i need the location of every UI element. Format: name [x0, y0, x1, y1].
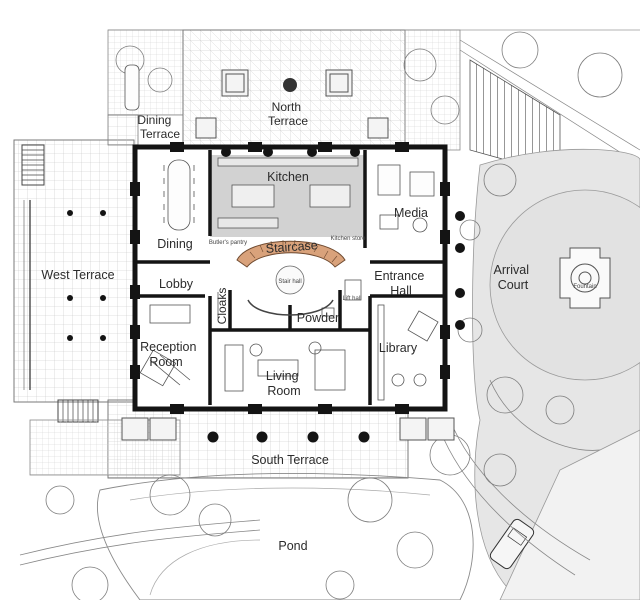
column-icon [256, 431, 268, 443]
car-icon [489, 518, 535, 570]
column-icon [263, 147, 273, 157]
column-icon [455, 211, 465, 221]
library-label: Library [379, 341, 418, 355]
staircase-label: Staircase [265, 238, 318, 256]
tree-icon [347, 477, 393, 523]
tree-icon [147, 67, 173, 93]
column-icon [307, 431, 319, 443]
dining-terrace-label: Dining Terrace [137, 113, 180, 141]
column-icon [100, 335, 106, 341]
tree-icon [486, 376, 524, 414]
tree-icon [149, 474, 191, 516]
column-icon [67, 210, 73, 216]
tree-icon [457, 317, 483, 343]
tree-icon [45, 485, 75, 515]
living-room-label: Living Room [266, 369, 302, 398]
library-desk [407, 310, 439, 342]
planter-icon [225, 73, 245, 93]
media-sofa [377, 164, 401, 196]
living-sofa [314, 349, 346, 391]
south-terrace-label: South Terrace [251, 453, 329, 467]
landscape [13, 29, 640, 600]
column-icon [221, 147, 231, 157]
column-icon [307, 147, 317, 157]
tree-icon [577, 52, 623, 98]
reception-room-label: Reception Room [140, 340, 200, 369]
tree-icon [198, 503, 232, 537]
planter-icon [367, 117, 389, 139]
tree-icon [483, 453, 517, 487]
dining-table [167, 159, 191, 231]
tree-icon [396, 531, 434, 569]
lift-hall-label: Lift hall [342, 296, 361, 302]
tree-icon [459, 219, 481, 241]
tree-icon [429, 434, 471, 476]
planter-icon [149, 417, 177, 441]
columns [67, 147, 465, 443]
fountain-icon [559, 247, 611, 309]
tree-icon [483, 163, 517, 197]
column-icon [358, 431, 370, 443]
staircase [236, 239, 346, 316]
planter-icon [399, 417, 427, 441]
powder-label: Powder [297, 311, 339, 325]
column-icon [67, 335, 73, 341]
planter-icon [329, 73, 349, 93]
column-icon [100, 210, 106, 216]
column-icon [350, 147, 360, 157]
pond-label: Pond [278, 539, 307, 553]
column-icon [455, 320, 465, 330]
lobby-label: Lobby [159, 277, 194, 291]
terrace-dining-table [124, 64, 140, 111]
kitchen-label: Kitchen [267, 170, 309, 184]
tree-icon [71, 566, 109, 600]
column-icon [455, 288, 465, 298]
planter-icon [427, 417, 455, 441]
arrival-court-label: Arrival Court [494, 263, 533, 292]
north-terrace-label: North Terrace [268, 100, 308, 128]
butlers-pantry-label: Butler's pantry [209, 240, 247, 246]
planters [121, 69, 455, 441]
trees [45, 31, 623, 600]
tree-icon [501, 31, 539, 69]
room-labels: Dining Terrace North Terrace Kitchen Med… [41, 100, 596, 553]
dining-label: Dining [157, 237, 192, 251]
planter-icon [121, 417, 149, 441]
furniture [124, 64, 439, 401]
kitchen-island [309, 184, 351, 208]
cloaks-label: Cloaks [215, 288, 229, 325]
media-label: Media [394, 206, 428, 220]
west-terrace-label: West Terrace [41, 268, 114, 282]
column-icon [100, 295, 106, 301]
column-icon [455, 243, 465, 253]
reception-table [149, 304, 191, 324]
north-terrace-ornament [283, 78, 297, 92]
tree-icon [545, 395, 575, 425]
living-sofa [224, 344, 244, 392]
entrance-hall-label: Entrance Hall [374, 269, 428, 298]
kitchen-store-label: Kitchen store [330, 236, 366, 242]
tree-icon [325, 570, 355, 600]
media-sofa [409, 171, 435, 197]
fountain-label: Fountain [573, 284, 596, 290]
planter-icon [195, 117, 217, 139]
tree-icon [403, 48, 437, 82]
tree-icon [430, 95, 460, 125]
column-icon [207, 431, 219, 443]
stair-hall-label: Stair hall [278, 279, 301, 285]
kitchen-island [231, 184, 275, 208]
column-icon [67, 295, 73, 301]
